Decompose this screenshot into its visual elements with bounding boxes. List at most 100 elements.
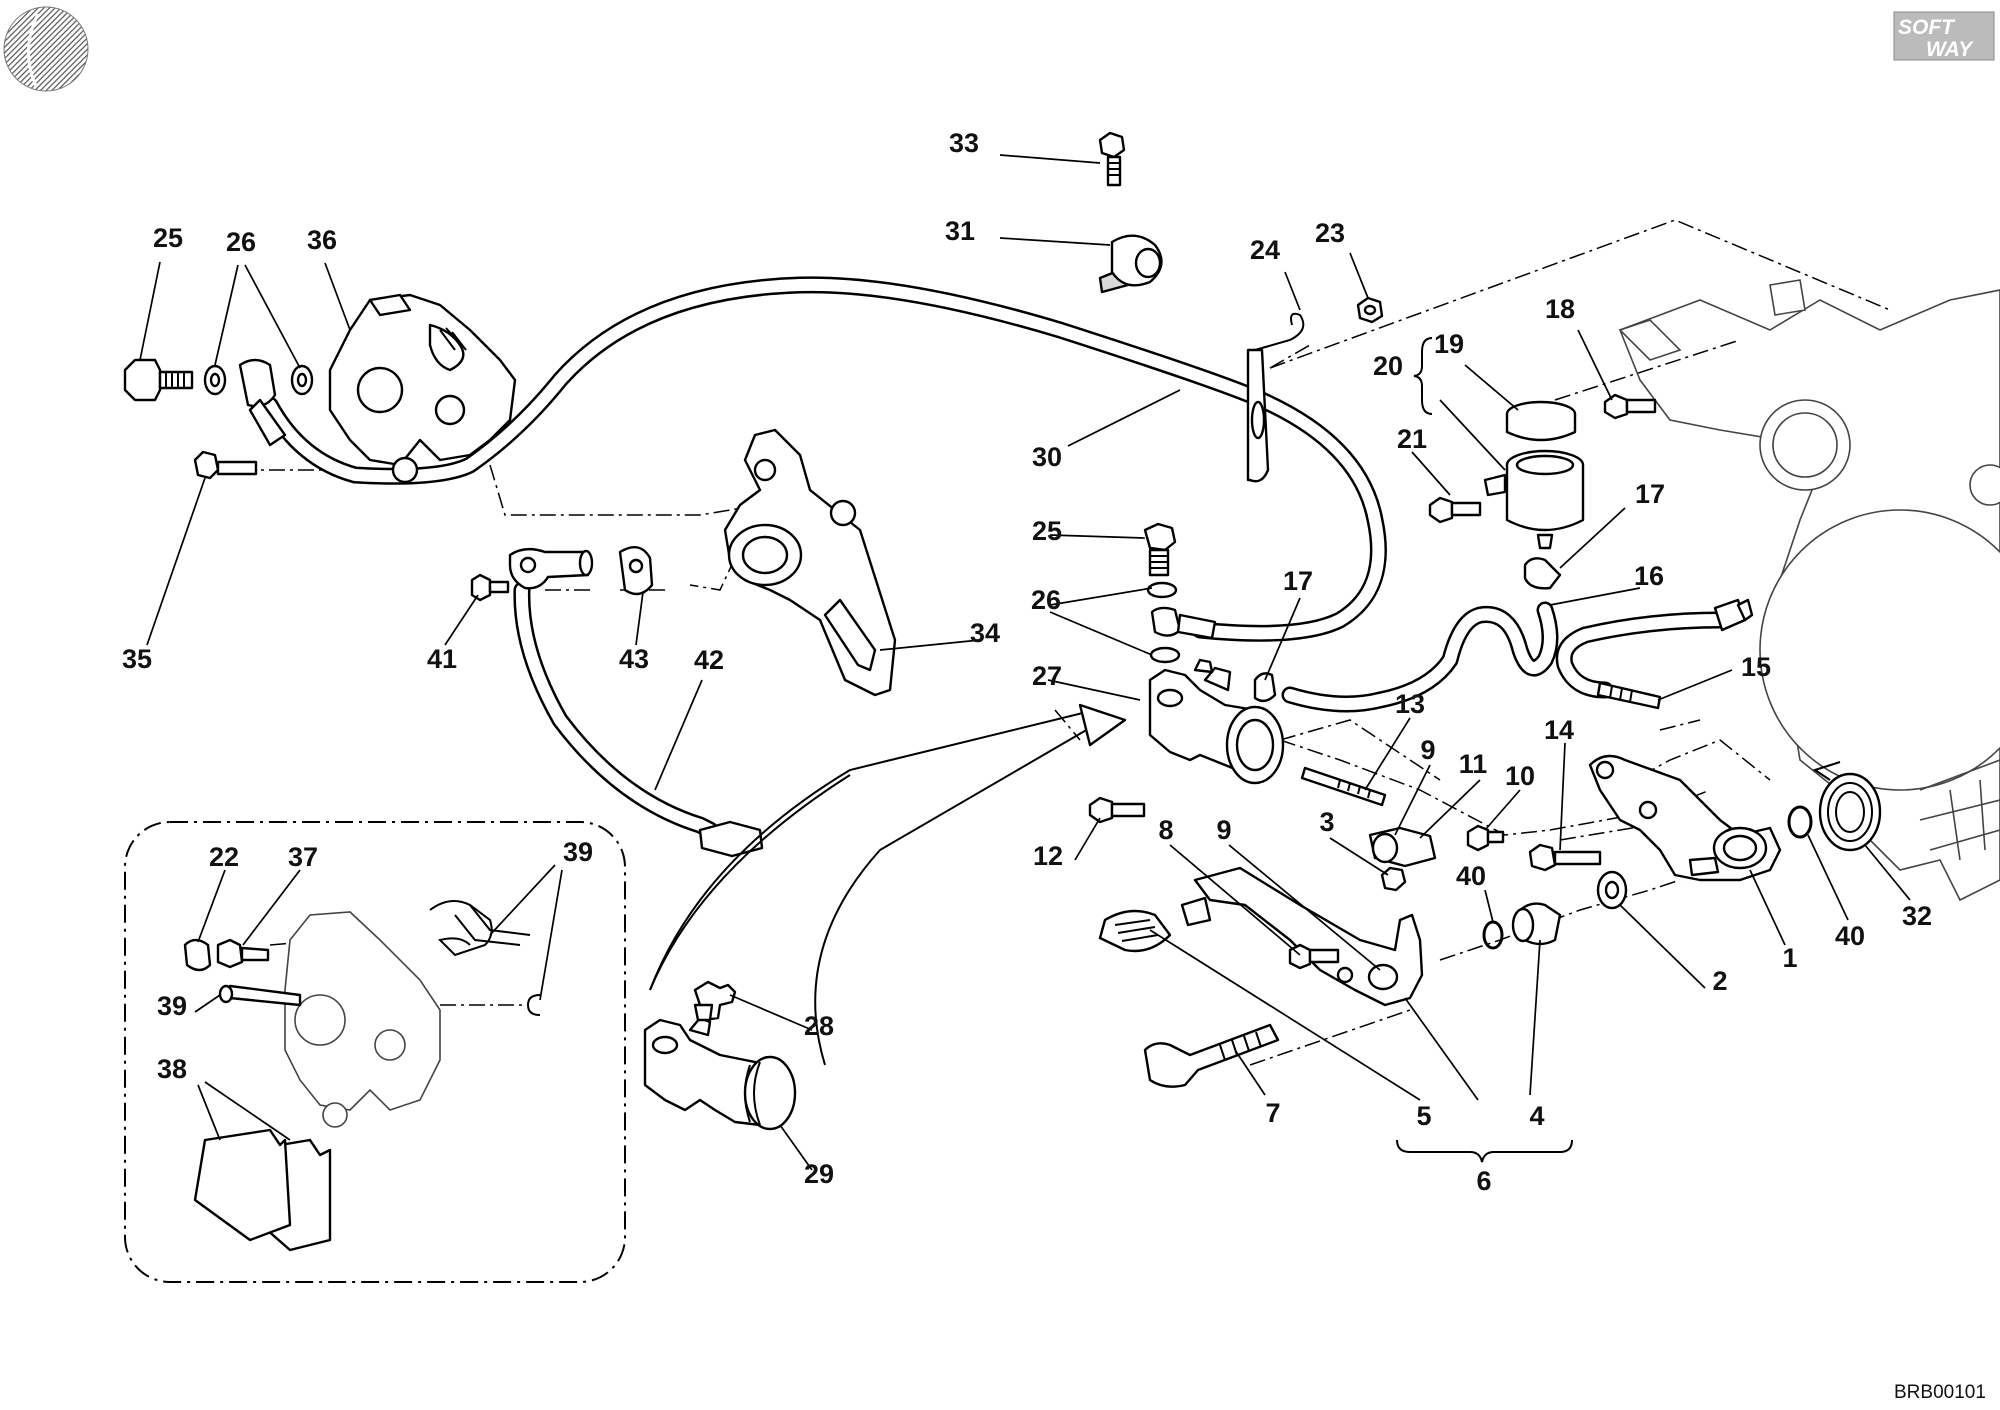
- callout-c25b: 25: [1032, 516, 1062, 546]
- switch-connector-15: [1713, 598, 1754, 632]
- callout-c42: 42: [694, 645, 724, 675]
- diagram-code: BRB00101: [1894, 1382, 1986, 1403]
- reservoir-hose-16: [1281, 601, 1559, 713]
- bleed-screw-37: [216, 938, 270, 969]
- washer-43: [618, 546, 654, 596]
- callout-c17a: 17: [1635, 479, 1665, 509]
- logo-line2: WAY: [1926, 38, 1974, 61]
- pin-10: [1466, 824, 1505, 852]
- callout-c43: 43: [619, 644, 649, 674]
- master-cylinder-27: [1148, 666, 1285, 785]
- pedal-stop-8: [1180, 896, 1212, 927]
- nut-3: [1380, 866, 1407, 892]
- callout-c39b: 39: [157, 991, 187, 1021]
- cable-clamp-31: [1098, 234, 1163, 294]
- screw-41: [470, 573, 510, 602]
- circlip-40-left: [1482, 920, 1504, 950]
- callout-c15: 15: [1741, 652, 1771, 682]
- callout-c3: 3: [1319, 807, 1334, 837]
- callout-c12: 12: [1033, 841, 1063, 871]
- bolt-14: [1528, 843, 1602, 872]
- clevis-9-11: [1368, 826, 1437, 868]
- stop-switch-15: [1596, 681, 1662, 710]
- circlip-40-right: [1787, 805, 1813, 839]
- banjo-fitting-right: [1150, 606, 1217, 640]
- bolt-12: [1088, 796, 1146, 824]
- screw-21: [1428, 496, 1482, 524]
- callout-c8: 8: [1158, 815, 1173, 845]
- bolt-35: [193, 450, 258, 480]
- link-lever-1: [1588, 754, 1782, 882]
- washer-26-left-b: [290, 364, 314, 396]
- engine-case: [1618, 279, 2000, 902]
- hose-guide-24: [1246, 312, 1305, 483]
- caliper-bracket-34: [723, 428, 897, 697]
- bleed-cap-22: [183, 938, 212, 972]
- switch-cable-15: [1555, 611, 1729, 699]
- pedal-rubber-5: [1098, 909, 1172, 953]
- detail-inset: [124, 821, 626, 1283]
- callout-labels: 1234567899101112131415161717181920212223…: [122, 128, 1932, 1196]
- callout-c20: 20: [1373, 351, 1403, 381]
- banjo-bolt-25-right: [1143, 522, 1177, 577]
- reservoir-cap-19: [1505, 400, 1577, 442]
- callout-c2: 2: [1712, 966, 1727, 996]
- callout-c40a: 40: [1456, 861, 1486, 891]
- callout-c34: 34: [970, 618, 1000, 648]
- callout-c38: 38: [157, 1054, 187, 1084]
- inlet-fitting-27: [1193, 658, 1214, 674]
- banjo-bolt-25-left: [123, 358, 194, 402]
- caliper-36: [328, 293, 517, 484]
- callout-c26a: 26: [226, 227, 256, 257]
- callout-c4: 4: [1529, 1101, 1544, 1131]
- callout-c22: 22: [209, 842, 239, 872]
- washer-26-right-a: [1146, 581, 1178, 599]
- sensor-cable-42: [513, 581, 719, 839]
- sensor-connector-42: [698, 820, 764, 858]
- callout-c40b: 40: [1835, 921, 1865, 951]
- hose-clamp-17-lower: [1253, 672, 1277, 703]
- callout-c41: 41: [427, 644, 457, 674]
- pivot-pin-7: [1143, 1023, 1280, 1088]
- callout-c27: 27: [1032, 661, 1062, 691]
- master-cylinder-29: [643, 1016, 797, 1131]
- hose-clamp-17-upper: [1523, 557, 1562, 590]
- corner-disc-icon: [3, 6, 89, 92]
- expansion-arrow: [649, 703, 1127, 1066]
- callout-c25a: 25: [153, 223, 183, 253]
- callout-c36: 36: [307, 225, 337, 255]
- softway-logo: SOFT WAY: [1893, 11, 1995, 61]
- callout-c37: 37: [288, 842, 318, 872]
- callout-c28: 28: [804, 1011, 834, 1041]
- screw-33: [1098, 131, 1126, 187]
- callout-c24: 24: [1250, 235, 1280, 265]
- callout-c6: 6: [1476, 1166, 1491, 1196]
- callout-c13: 13: [1395, 689, 1425, 719]
- callout-c7: 7: [1265, 1098, 1280, 1128]
- elbow-fitting-28: [693, 980, 737, 1022]
- washer-26-left-a: [203, 364, 227, 396]
- leader-lines: [139, 154, 1911, 1171]
- callout-c35: 35: [122, 644, 152, 674]
- nut-23: [1356, 296, 1384, 324]
- brake-pedal-6: [1193, 866, 1424, 1007]
- callout-c18: 18: [1545, 294, 1575, 324]
- callout-c19: 19: [1434, 329, 1464, 359]
- speed-sensor-42: [508, 547, 594, 590]
- bush-4: [1511, 902, 1562, 946]
- callout-c26b: 26: [1031, 585, 1061, 615]
- callout-c32: 32: [1902, 901, 1932, 931]
- r-clip-39: [526, 994, 541, 1016]
- callout-c39a: 39: [563, 837, 593, 867]
- callout-c14: 14: [1544, 715, 1574, 745]
- brace-group-6: [1396, 1139, 1573, 1163]
- pushrod-13: [1300, 766, 1387, 807]
- reservoir-20: [1483, 449, 1585, 550]
- washer-26-right-b: [1149, 646, 1181, 664]
- screw-18: [1603, 393, 1657, 420]
- brace-group-20: [1413, 337, 1433, 415]
- return-spring-32: [1812, 761, 1882, 852]
- callout-c1: 1: [1782, 943, 1797, 973]
- callout-c11: 11: [1459, 749, 1488, 779]
